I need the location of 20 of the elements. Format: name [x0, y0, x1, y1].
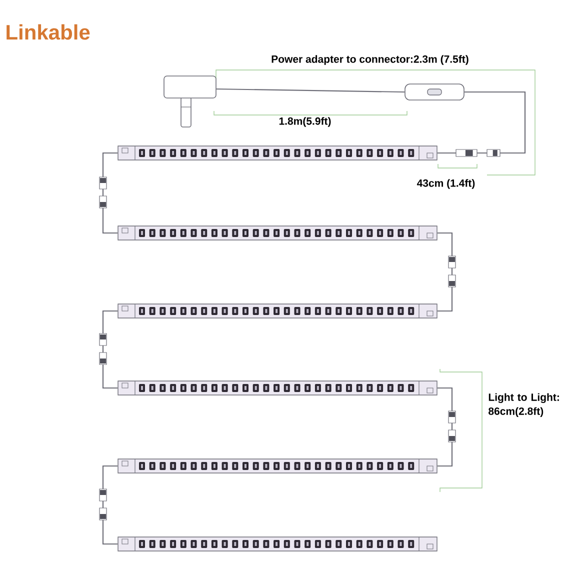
title: Linkable: [6, 24, 90, 40]
dimension-label: Light to Light: 86cm(2.8ft): [488, 393, 559, 417]
light-bar: [118, 226, 438, 240]
inline-switch: [404, 84, 464, 100]
cable: [102, 310, 118, 389]
cable: [102, 465, 118, 545]
light-bar: [118, 146, 438, 160]
light-bar: [118, 304, 438, 318]
cable: [437, 91, 526, 154]
dimension-label: Power adapter to connector:2.3m (7.5ft): [272, 55, 468, 65]
cable: [216, 88, 405, 93]
cable: [437, 387, 453, 467]
cable: [102, 152, 118, 234]
dimension-label: 1.8m(5.9ft): [279, 117, 331, 127]
light-bar: [118, 380, 438, 396]
light-bar: [118, 536, 438, 552]
light-bar: [118, 458, 438, 474]
power-adapter-drawing: [164, 76, 216, 128]
cable: [437, 232, 453, 312]
dimension-label: 43cm (1.4ft): [416, 179, 475, 189]
